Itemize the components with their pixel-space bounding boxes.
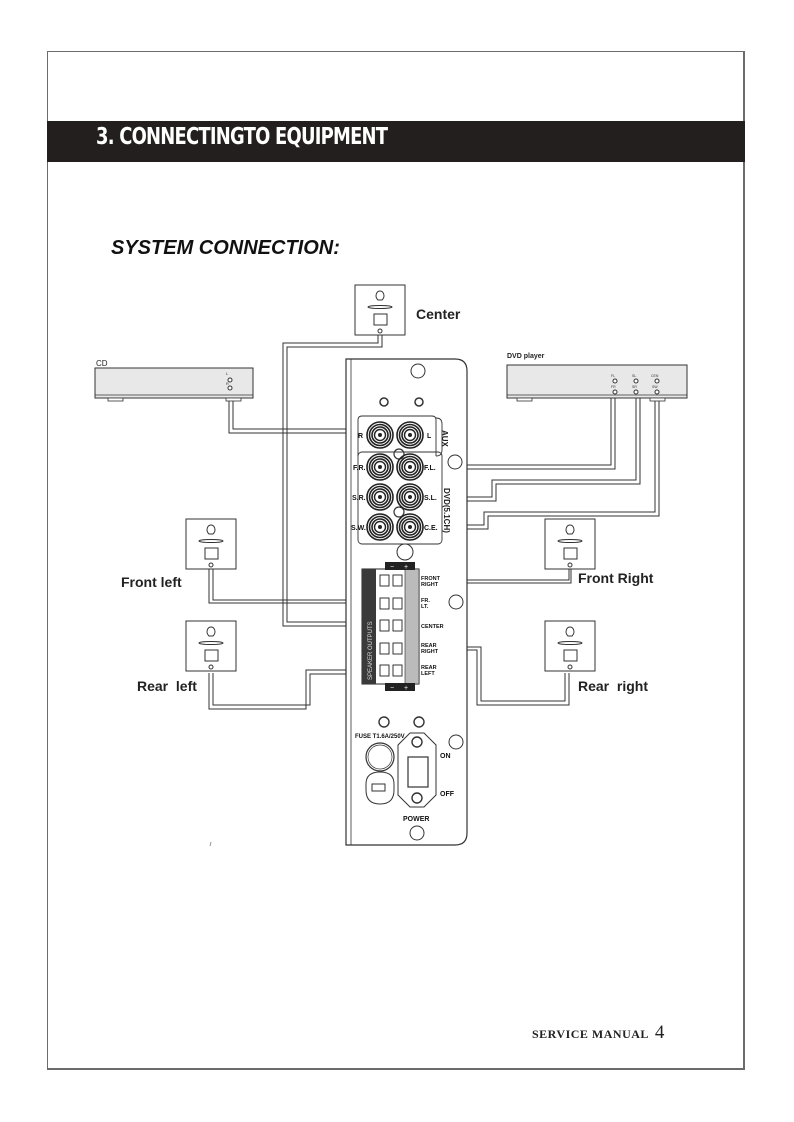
rca-sw-label: S.W. [351,525,366,532]
rca-l-label: L [427,433,432,440]
dvd-jack-cen-label: CEN [651,374,659,378]
terminal-front-right-l2: RIGHT [421,582,439,588]
rca-ce-label: C.E. [424,525,438,532]
fuse-holder [365,742,395,772]
speaker-front-right [544,518,596,570]
cd-player: CD L R [94,359,254,402]
rca-sl-label: S.L. [424,495,437,502]
terminal-rear-right-l2: RIGHT [421,649,439,655]
amplifier-rear-panel: AUX DVD(5.1CH) R L F.R. F.L. S.R. S.L. S… [345,358,468,846]
cd-jack-r [227,385,233,391]
speaker-center-label: Center [416,306,461,322]
speaker-center [354,284,406,336]
footer: SERVICE MANUAL 4 [532,1022,664,1044]
terminal-rear-left-l2: LEFT [421,671,435,677]
page-frame [47,51,745,1070]
cd-jack-r-label: R [226,381,229,386]
switch-off-label: OFF [440,791,455,798]
rca-fl-label: F.L. [424,465,436,472]
fuse-label: FUSE T1.6A/250V [355,734,405,740]
power-label: POWER [403,816,429,823]
terminal-minus-top: − [390,564,394,571]
dvd-jack-fl [612,378,618,384]
cd-player-label: CD [96,359,108,368]
rca-fr-label: F.R. [353,465,366,472]
dvd-jack-sw-label: SW [652,385,658,389]
rca-r-label: R [358,433,363,440]
speaker-front-left-label: Front left [121,574,182,590]
dvd-group-label: DVD(5.1CH) [442,488,451,533]
terminal-minus-bottom: − [390,685,394,692]
terminal-side-label: SPEAKER OUTPUTS [368,621,374,680]
wire-cd-aux [228,388,372,434]
wire-front-left [208,566,392,604]
speaker-rear-left-label: Rear left [137,678,197,694]
speaker-terminal-block: − + − + SPEAKER OUTPUTS FRONT RIGHT FR. … [361,562,444,692]
aux-group-label: AUX [440,430,449,448]
dvd-jack-sr [633,389,639,395]
dvd-jack-cen [654,378,660,384]
dvd-jack-sw [654,389,660,395]
terminal-plus-top: + [404,564,408,571]
system-connection-title: SYSTEM CONNECTION: [111,237,340,259]
cd-jack-l-label: L [226,371,229,376]
speaker-rear-left [185,620,237,672]
speaker-front-right-label: Front Right [578,570,654,586]
wire-center [282,332,392,627]
dvd-jack-fl-label: FL [611,374,615,378]
dvd-jack-fr [612,389,618,395]
terminal-plus-bottom: + [404,685,408,692]
switch-on-label: ON [440,753,451,760]
rca-sr-label: S.R. [352,495,366,502]
section-header-band [47,121,745,162]
wire-dvd-fl [408,393,616,470]
page-number: 4 [654,1022,665,1043]
dvd-player: DVD player FL FR SL SR CEN SW [506,353,688,402]
dvd-jack-sr-label: SR [632,385,637,389]
section-header-title: 3. CONNECTINGTO EQUIPMENT [96,124,388,150]
dvd-player-label: DVD player [507,353,545,360]
dvd-jack-fr-label: FR [611,385,616,389]
terminal-front-right-l1: FRONT [421,576,441,582]
stray-mark [209,841,212,847]
speaker-rear-right-label: Rear right [578,678,648,694]
terminal-front-left-l2: LT. [421,604,429,610]
speaker-rear-right [544,620,596,672]
footer-label: SERVICE MANUAL [532,1027,649,1041]
wire-rear-left [208,669,392,710]
terminal-center-l1: CENTER [421,624,444,630]
terminal-rear-left-l1: REAR [421,665,437,671]
terminal-rear-right-l1: REAR [421,643,437,649]
power-switch [407,756,429,788]
dvd-jack-sl-label: SL [632,374,636,378]
dvd-jack-sl [633,378,639,384]
terminal-front-left-l1: FR. [421,598,430,604]
wires [208,332,660,710]
speaker-front-left [185,518,237,570]
cd-jack-l [227,377,233,383]
